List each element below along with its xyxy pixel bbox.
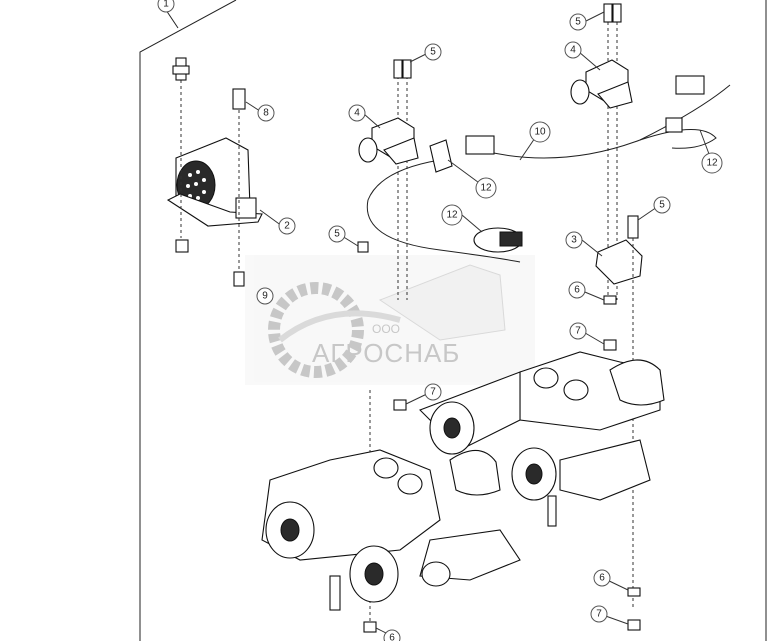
sensor-bracket	[363, 215, 643, 633]
watermark-logo: ООО АГРОСНАБ	[245, 255, 535, 385]
svg-text:5: 5	[659, 200, 665, 211]
svg-text:6: 6	[599, 573, 605, 584]
svg-text:8: 8	[263, 108, 269, 119]
callout-1: 1	[157, 0, 175, 13]
proximity-sensor-right	[570, 3, 633, 300]
svg-text:7: 7	[430, 387, 436, 398]
callout-6-bottom: 6	[383, 629, 401, 641]
svg-text:2: 2	[284, 221, 290, 232]
callout-4-left: 4	[348, 104, 366, 122]
callout-5-top-right: 5	[569, 13, 587, 31]
svg-text:12: 12	[706, 158, 718, 169]
callout-2: 2	[278, 217, 296, 235]
watermark-prefix: ООО	[372, 322, 400, 336]
callout-8: 8	[257, 104, 275, 122]
callout-7-bottom: 7	[590, 605, 608, 623]
callout-9: 9	[256, 287, 274, 305]
svg-text:5: 5	[575, 17, 581, 28]
svg-text:3: 3	[571, 235, 577, 246]
svg-text:6: 6	[574, 285, 580, 296]
callout-12-mid: 12	[475, 177, 497, 199]
svg-text:4: 4	[354, 108, 360, 119]
svg-text:12: 12	[480, 183, 492, 194]
callout-7-mid: 7	[424, 383, 442, 401]
callout-6-lower-right: 6	[593, 569, 611, 587]
callout-7-upper: 7	[569, 322, 587, 340]
callout-10: 10	[529, 121, 551, 143]
svg-text:5: 5	[334, 229, 340, 240]
svg-text:6: 6	[389, 633, 395, 641]
backup-alarm	[166, 57, 263, 287]
gearbox-assembly-lower	[261, 449, 521, 611]
watermark-name: АГРОСНАБ	[312, 338, 460, 368]
svg-text:1: 1	[163, 0, 169, 10]
callout-5-top-mid: 5	[424, 43, 442, 61]
svg-text:5: 5	[430, 47, 436, 58]
callout-5-right: 5	[653, 196, 671, 214]
svg-text:9: 9	[262, 291, 268, 302]
svg-text:10: 10	[534, 127, 546, 138]
callout-3: 3	[565, 231, 583, 249]
frame-outline	[139, 0, 767, 641]
callout-12-lower: 12	[441, 204, 463, 226]
proximity-sensor-left	[357, 59, 419, 300]
callout-5-left: 5	[328, 225, 346, 243]
svg-text:7: 7	[575, 326, 581, 337]
gearbox-assembly-upper	[419, 351, 665, 527]
callout-4-right: 4	[564, 41, 582, 59]
svg-text:12: 12	[446, 210, 458, 221]
wiring-harness	[366, 75, 731, 263]
callout-6-upper: 6	[568, 281, 586, 299]
svg-text:7: 7	[596, 609, 602, 620]
svg-text:4: 4	[570, 45, 576, 56]
callout-12-right: 12	[701, 152, 723, 174]
